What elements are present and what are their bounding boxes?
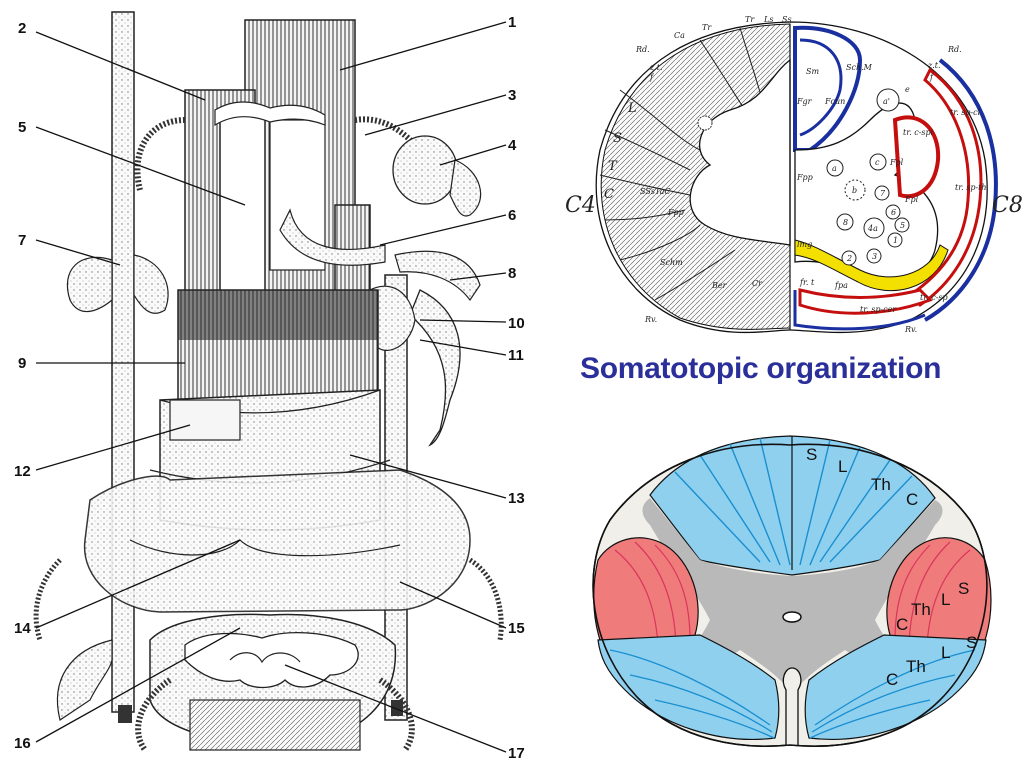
lateral-th: Th <box>911 600 931 619</box>
tr-label-fcun: Fcun <box>824 97 845 106</box>
label-11: 11 <box>508 347 524 364</box>
lateral-c: C <box>896 615 908 634</box>
tr-label-l: L <box>627 101 637 116</box>
tract-cross-section-diagram: Rd. Ca Tr Tr Ls Ss Rd. z.t. f L S T C SS… <box>565 15 1023 334</box>
tr-label-tr2: Tr <box>745 15 755 24</box>
tr-label-8: 8 <box>843 218 848 227</box>
label-16: 16 <box>14 735 31 752</box>
tr-label-b: b <box>852 186 857 195</box>
dorsal-th: Th <box>871 475 891 494</box>
dorsal-l: L <box>838 457 847 476</box>
tr-label-cc: c <box>875 158 880 167</box>
tr-label-6: 6 <box>891 208 896 217</box>
label-10: 10 <box>508 315 525 332</box>
tr-label-e: e <box>905 85 910 94</box>
tr-label-tr1: Tr <box>702 23 712 32</box>
tr-label-sstac: SSsTaC <box>640 187 671 196</box>
dorsal-c: C <box>906 490 918 509</box>
tr-label-a: a <box>832 164 837 173</box>
label-12: 12 <box>14 463 31 480</box>
tr-label-sm: Sm <box>806 67 819 76</box>
tr-label-3: 3 <box>872 252 877 261</box>
tr-label-ls: Ls <box>763 15 773 24</box>
ventral-l: L <box>941 643 950 662</box>
level-c4: C4 <box>565 193 596 218</box>
tr-label-fpa: fpa <box>834 281 848 290</box>
label-17: 17 <box>508 745 525 762</box>
label-14: 14 <box>14 620 31 637</box>
tr-label-tr-sp-cl: tr. sp-cl <box>950 108 981 117</box>
tr-label-fpp: Fpp <box>667 208 684 217</box>
label-2: 2 <box>18 20 26 37</box>
tr-label-t: T <box>608 159 618 174</box>
label-13: 13 <box>508 490 525 507</box>
lateral-s: S <box>958 579 969 598</box>
tr-label-tr-c-sp: tr. c-sp <box>920 293 948 302</box>
tr-label-rv-left: Rv. <box>644 315 657 324</box>
tr-label-5: 5 <box>900 221 905 230</box>
tr-label-schm-right: Sch.M <box>846 63 873 72</box>
label-9: 9 <box>18 355 26 372</box>
ventral-c: C <box>886 670 898 689</box>
level-c8: C8 <box>992 193 1023 218</box>
tr-label-zt-right: z.t. <box>927 61 941 70</box>
label-4: 4 <box>508 137 517 154</box>
ventral-s: S <box>966 633 977 652</box>
tr-label-lmg: lmg <box>797 240 812 249</box>
label-5: 5 <box>18 119 26 136</box>
tr-label-schm: Schm <box>660 258 683 267</box>
tr-label-fpp-right: Fpp <box>796 173 813 182</box>
tr-label-cr: Cr <box>752 279 763 288</box>
tr-label-ca: Ca <box>674 31 685 40</box>
tr-label-s: S <box>613 131 622 146</box>
ventral-th: Th <box>906 657 926 676</box>
tr-label-tr-sp-th: tr. sp-th <box>955 183 987 192</box>
tr-label-rd-left: Rd. <box>635 45 650 54</box>
tr-label-7: 7 <box>880 189 886 198</box>
tr-label-1: 1 <box>893 236 898 245</box>
tr-label-rd-right: Rd. <box>947 45 962 54</box>
tr-label-ber: Ber <box>711 281 728 290</box>
dorsal-s: S <box>806 445 817 464</box>
tr-label-fr-t: fr. t <box>799 278 815 287</box>
label-15: 15 <box>508 620 525 637</box>
tr-label-zt-left: z.t. <box>649 63 663 72</box>
tr-label-4a: 4a <box>867 224 878 233</box>
tr-label-ss: Ss <box>782 15 792 24</box>
tr-label-tr-c-spi: tr. c-spi <box>903 128 934 137</box>
label-3: 3 <box>508 87 516 104</box>
lateral-l: L <box>941 590 950 609</box>
somatotopic-cord-diagram: S L Th C C Th L S C Th L S <box>592 435 992 747</box>
tr-label-fpl: Fpl <box>889 158 904 167</box>
tr-label-a-prime: a' <box>883 97 890 106</box>
label-8: 8 <box>508 265 516 282</box>
tr-label-rv-right: Rv. <box>904 325 917 334</box>
tr-label-fgr: Fgr <box>796 97 813 106</box>
somatotopic-title: Somatotopic organization <box>580 352 942 385</box>
label-6: 6 <box>508 207 516 224</box>
label-1: 1 <box>508 14 516 31</box>
spinal-cord-meninges-illustration: 1 2 3 4 5 6 7 8 9 10 11 12 13 14 15 16 1… <box>14 11 525 762</box>
tr-label-fpl-2: Fpl <box>904 195 919 204</box>
label-7: 7 <box>18 232 26 249</box>
tr-label-c: C <box>604 187 614 202</box>
tr-label-tr-sp-cer: tr. sp-cer <box>860 305 897 314</box>
tr-label-f-right: f <box>929 73 935 82</box>
tr-label-2: 2 <box>846 254 852 263</box>
tr-label-f-left: f <box>649 73 655 82</box>
